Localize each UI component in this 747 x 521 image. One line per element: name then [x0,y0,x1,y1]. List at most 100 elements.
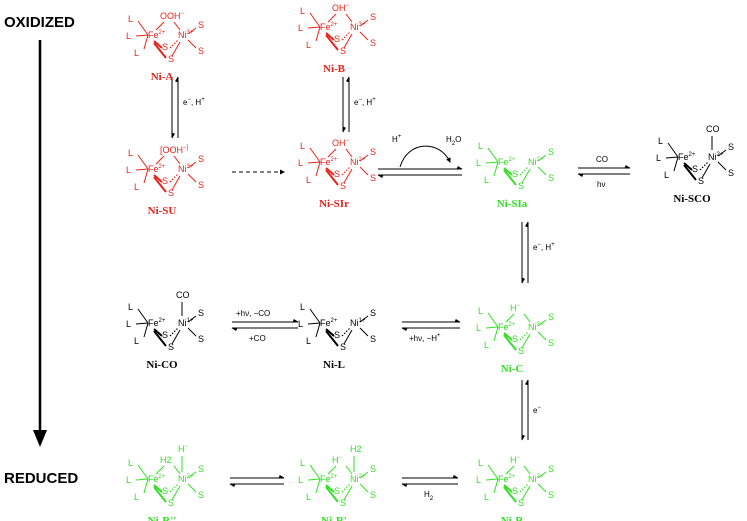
nickel-atom: Ni2+ [528,474,544,484]
condition-h2: H2 [424,490,434,502]
apical-ligand: H− [178,444,189,454]
axis-reduced-label: REDUCED [4,470,78,487]
nickel-atom: Ni2+ [528,157,544,167]
nickel-atom: Ni3+ [178,30,194,40]
ligand-l: L [478,458,483,468]
ligand-l: L [306,175,311,185]
sulfur-terminal: S [198,20,204,30]
condition-hv: hν [597,180,605,189]
ligand-l: L [298,158,303,168]
sulfur-terminal: S [370,173,376,183]
sulfur-terminal: S [198,180,204,190]
sulfur-bridge: S [162,42,168,52]
ligand-l: L [478,306,483,316]
ligand-l: L [126,319,131,329]
sulfur-terminal: S [370,490,376,500]
sulfur-bridge: S [698,176,704,186]
condition-nib-nisir: e−, H+ [354,97,376,107]
sulfur-bridge: S [162,486,168,496]
sulfur-terminal: S [728,168,734,178]
ligand-l: L [300,6,305,16]
iron-atom: Fe2+ [320,474,338,484]
bridge-ligand: OOH− [160,11,185,21]
state-label: Ni-C [501,363,524,375]
arrow-nir2-nir1 [229,475,285,487]
sulfur-bridge: S [162,330,168,340]
ligand-l: L [298,23,303,33]
ligand-l: L [128,14,133,24]
ligand-l: L [126,31,131,41]
co-ligand: CO [706,124,720,134]
sulfur-bridge: S [334,34,340,44]
ligand-l: L [128,458,133,468]
ligand-l: L [126,475,131,485]
state-label: Ni-A [151,71,174,83]
ligand-l: L [664,170,669,180]
iron-atom: Fe2+ [148,318,166,328]
arrow-nisir-nisia [377,145,463,178]
state-label: Ni-SCO [673,193,711,205]
sulfur-terminal: S [198,490,204,500]
ligand-l: L [484,340,489,350]
sulfur-bridge: S [168,342,174,352]
sulfur-terminal: S [198,464,204,474]
ligand-l: L [134,492,139,502]
bridge-ligand: H− [510,303,521,313]
sulfur-bridge: S [512,486,518,496]
bridge-ligand: OH− [332,138,350,148]
sulfur-bridge: S [518,346,524,356]
sulfur-bridge: S [340,181,346,191]
nickel-atom: Ni3+ [528,322,544,332]
sulfur-terminal: S [548,464,554,474]
nickel-atom: Ni2+ [350,157,366,167]
ligand-l: L [306,40,311,50]
arrow-nic-nir [521,379,529,441]
arrow-nisia-nic [521,221,529,284]
arrow-nisia-nisco [577,165,631,177]
molecules: LLLFe2+Ni3+SSSSOOH−Ni-ALLLFe2+Ni3+SSSSOH… [126,3,734,521]
ligand-l: L [128,302,133,312]
ligand-l: L [134,48,139,58]
iron-atom: Fe2+ [320,318,338,328]
iron-atom: Fe2+ [498,322,516,332]
iron-atom: Fe2+ [320,157,338,167]
sulfur-bridge: S [334,169,340,179]
iron-atom: Fe2+ [320,22,338,32]
state-label: Ni-CO [146,359,178,371]
bridge-ligand: H2 [160,455,172,465]
state-label: Ni-B [323,63,346,75]
condition-hplus: H+ [392,134,402,144]
redox-axis-arrowhead [33,430,47,447]
sulfur-bridge: S [518,181,524,191]
ligand-l: L [656,153,661,163]
sulfur-terminal: S [728,142,734,152]
bridge-ligand: H− [510,455,521,465]
ligand-l: L [300,302,305,312]
ligand-l: L [484,175,489,185]
sulfur-bridge: S [168,54,174,64]
condition-water: H2O [446,135,461,147]
ligand-l: L [298,319,303,329]
nickel-atom: Ni3+ [350,22,366,32]
sulfur-terminal: S [548,490,554,500]
ligand-l: L [658,136,663,146]
ligand-l: L [134,182,139,192]
sulfur-bridge: S [512,334,518,344]
iron-atom: Fe2+ [498,157,516,167]
iron-atom: Fe2+ [148,164,166,174]
ligand-l: L [476,475,481,485]
condition-nic-nir: e− [533,405,541,415]
ligand-l: L [306,492,311,502]
arrow-nia-nisu [171,76,179,139]
sulfur-bridge: S [692,164,698,174]
